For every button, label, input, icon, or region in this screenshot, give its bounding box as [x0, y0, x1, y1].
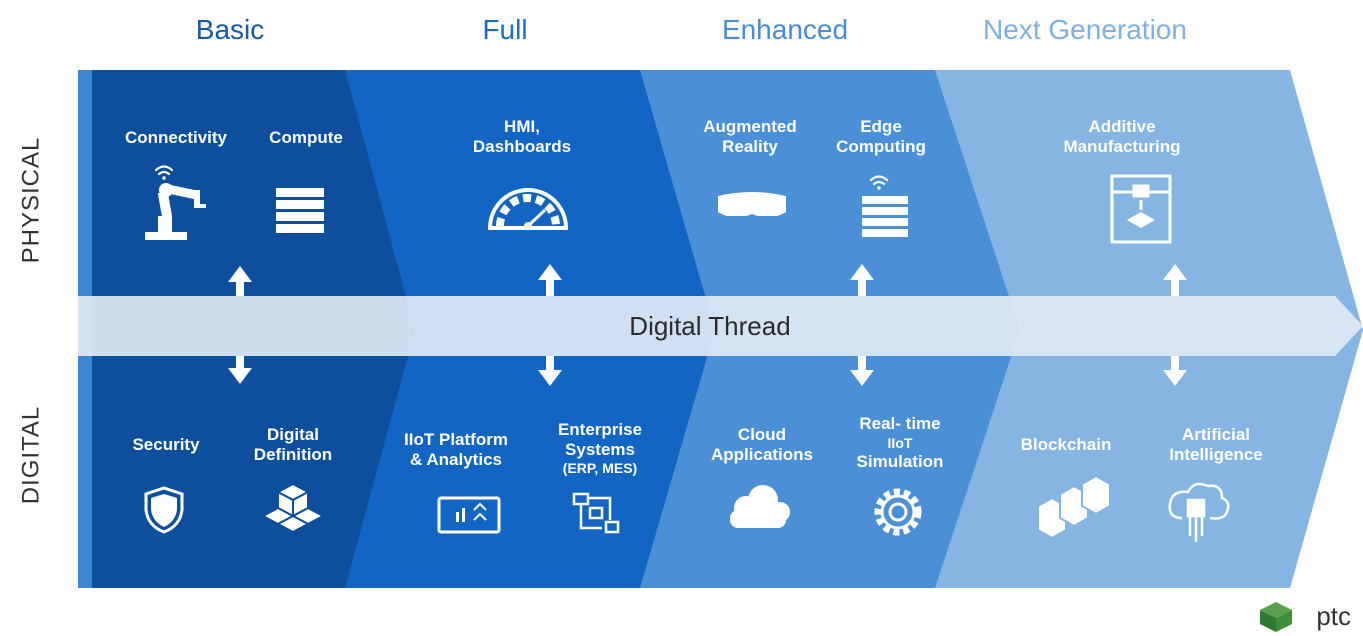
stage-title-full: Full: [482, 14, 528, 45]
stage-title-next-generation: Next Generation: [983, 14, 1187, 45]
caption-compute: Compute: [269, 128, 343, 147]
arrow-enhanced: [850, 264, 874, 386]
printer-3d-icon: [1110, 174, 1172, 244]
server-icon: [276, 188, 324, 233]
caption-connectivity: Connectivity: [124, 128, 228, 147]
wifi-icon: [154, 165, 174, 180]
caption-security: Security: [132, 435, 200, 454]
cubes-icon: [260, 482, 326, 534]
chart-panel-icon: [437, 496, 501, 534]
ptc-logo-text: ptc: [1316, 601, 1351, 631]
arrow-basic: [228, 266, 252, 384]
robot-arm-icon: [145, 183, 206, 240]
vr-headset-icon: [718, 192, 786, 220]
shield-icon: [144, 486, 184, 534]
cloud-icon: [730, 485, 790, 528]
caption-iiot-platform: IIoT Platform& Analytics: [404, 430, 508, 469]
gear-icon: [874, 488, 922, 536]
wifi-icon: [869, 175, 889, 190]
caption-hmi-dashboards: HMI,Dashboards: [472, 117, 572, 156]
ai-chip-icon: [1168, 482, 1230, 542]
gauge-icon: [487, 188, 569, 230]
flow-diagram-icon: [572, 492, 620, 534]
arrow-next-generation: [1163, 264, 1187, 386]
digital-thread-band: [78, 296, 1363, 356]
caption-blockchain: Blockchain: [1020, 435, 1112, 454]
stage-title-enhanced: Enhanced: [721, 14, 849, 45]
digital-thread-label: Digital Thread: [629, 311, 791, 341]
ptc-logo: ptc: [1272, 601, 1351, 632]
server-icon: [862, 196, 908, 237]
caption-realtime-simulation: Real- time IIoT Simulation: [856, 414, 944, 471]
arrow-full: [538, 264, 562, 386]
stage-title-basic: Basic: [195, 14, 265, 45]
blockchain-icon: [1037, 474, 1111, 540]
ptc-logo-icon: [1260, 602, 1292, 632]
